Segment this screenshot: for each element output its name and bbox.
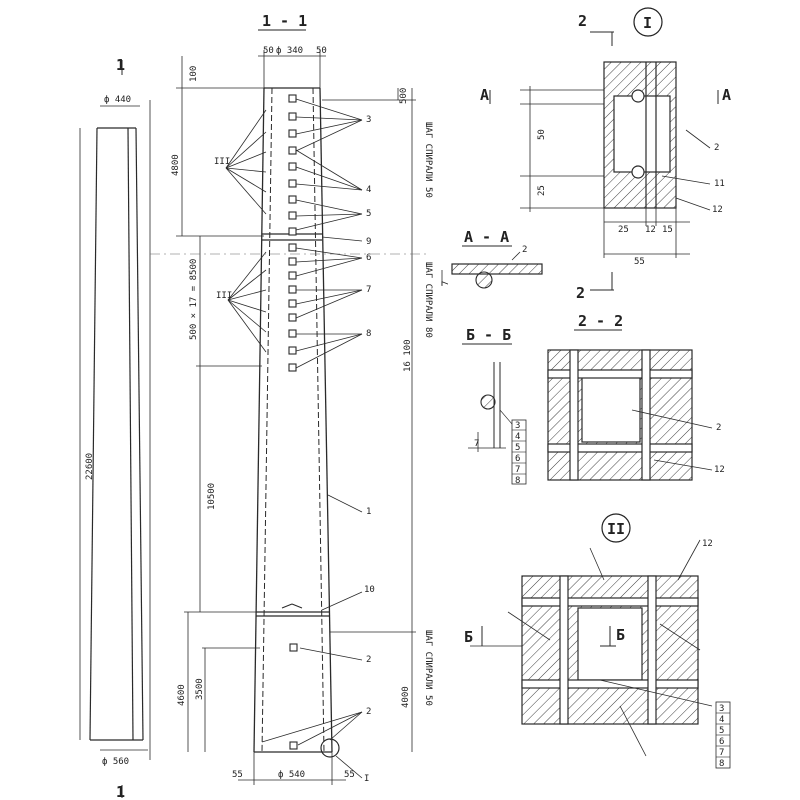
node-1-callout-12: 12 (712, 205, 723, 215)
node-2-circle (601, 513, 631, 543)
callout-9: 9 (366, 237, 371, 247)
node-1-dim-25-horiz: 25 (618, 225, 629, 235)
left-height-dimension: 22600 (85, 453, 95, 480)
section-2-2-detail (547, 329, 713, 481)
callout-5: 5 (366, 209, 371, 219)
top-dim-right: 50 (316, 46, 327, 56)
a-a-callout-7: 7 (441, 281, 451, 286)
embedded-plates (288, 94, 298, 750)
section-1-1-title: 1 - 1 (262, 12, 307, 30)
callout-2-mid: 2 (366, 655, 371, 665)
left-bottom-diameter: ф 560 (102, 757, 129, 767)
node-1-callout-2: 2 (714, 143, 719, 153)
b-b-callout-5: 5 (515, 443, 520, 453)
left-dim-4600: 4600 (177, 684, 187, 706)
bottom-dim-right: 55 (344, 770, 355, 780)
node-2-title: II (607, 520, 625, 538)
main-callout-numbers: 3 4 5 9 6 7 8 1 10 2 2 III III I (214, 115, 375, 784)
b-b-callout-6: 6 (515, 454, 520, 464)
callout-3: 3 (366, 115, 371, 125)
node-2-cut-b-left: Б (464, 628, 473, 646)
left-elevation-view (79, 60, 151, 798)
top-dim-left: 50 (263, 46, 274, 56)
right-dim-4000: 4000 (401, 686, 411, 708)
bottom-dim-left: 55 (232, 770, 243, 780)
node-1-dim-15: 15 (662, 225, 673, 235)
callout-2-bottom: 2 (366, 707, 371, 717)
left-cut-mark-bottom: 1 (116, 783, 125, 800)
node-1-dim-25-vert: 25 (537, 185, 547, 196)
callout-8: 8 (366, 329, 371, 339)
callout-1: 1 (366, 507, 371, 517)
node-1-circle (633, 7, 663, 37)
section-a-a-title: А - А (464, 228, 509, 246)
cut-mark-2-top: 2 (578, 12, 587, 30)
bottom-dim-diameter: ф 540 (278, 770, 305, 780)
main-left-dimension-lines (176, 56, 264, 752)
node-1-title: I (643, 14, 652, 32)
callout-7: 7 (366, 285, 371, 295)
section-a-a-detail (441, 245, 543, 289)
a-a-callout-2: 2 (522, 245, 527, 255)
node-2-callout-6: 6 (719, 737, 724, 747)
b-b-callout-4: 4 (515, 432, 520, 442)
s22-callout-12: 12 (714, 465, 725, 475)
b-b-callout-7: 7 (515, 465, 520, 475)
right-dim-500: 500 (399, 88, 409, 104)
callout-10: 10 (364, 585, 375, 595)
section-b-b-detail (462, 343, 527, 485)
b-b-callout-3: 3 (515, 421, 520, 431)
node-2-callout-5: 5 (719, 726, 724, 736)
node-ref-i: I (364, 774, 369, 784)
left-dim-4800: 4800 (171, 154, 181, 176)
left-dim-100: 100 (189, 66, 199, 82)
section-2-2-title: 2 - 2 (578, 312, 623, 330)
left-dim-10500: 10500 (207, 483, 217, 510)
main-column-section (238, 50, 363, 785)
spiral-note-middle: ШАГ СПИРАЛИ 80 (423, 262, 433, 338)
left-dim-8500: 500 × 17 = 8500 (189, 259, 199, 340)
left-cut-mark-top: 1 (116, 56, 125, 74)
node-2-cut-b-right: Б (616, 626, 625, 644)
roman-ref-top: III (214, 157, 230, 167)
right-dim-16100: 16 100 (403, 339, 413, 372)
node-2-callout-4: 4 (719, 715, 724, 725)
main-right-dimension-lines (322, 88, 416, 752)
node-2-detail (470, 539, 731, 769)
left-top-diameter: ф 440 (104, 95, 131, 105)
callout-4: 4 (366, 185, 371, 195)
s22-callout-2: 2 (716, 423, 721, 433)
node-2-callout-12: 12 (702, 539, 713, 549)
node-2-callout-7: 7 (719, 748, 724, 758)
cut-mark-a-left: А (480, 86, 489, 104)
node-2-callout-3: 3 (719, 704, 724, 714)
top-dim-diameter: ф 340 (276, 46, 303, 56)
node-1-detail (489, 31, 719, 291)
node-1-dim-12: 12 (645, 225, 656, 235)
spiral-note-top: ШАГ СПИРАЛИ 50 (423, 122, 433, 198)
node-1-callout-11: 11 (714, 179, 725, 189)
node-1-dim-55: 55 (634, 257, 645, 267)
spiral-note-bottom: ШАГ СПИРАЛИ 50 (423, 630, 433, 706)
node-2-callout-8: 8 (719, 759, 724, 769)
roman-ref-bottom: III (216, 291, 232, 301)
node-1-dim-50: 50 (537, 129, 547, 140)
cut-mark-a-right: А (722, 86, 731, 104)
left-dim-3500: 3500 (195, 678, 205, 700)
cut-mark-2-bottom: 2 (576, 284, 585, 302)
b-b-callout-8: 8 (515, 476, 520, 486)
callout-6: 6 (366, 253, 371, 263)
section-b-b-title: Б - Б (466, 326, 511, 344)
callout-leaders (225, 98, 363, 746)
b-b-dim-7: 7 (474, 439, 479, 449)
